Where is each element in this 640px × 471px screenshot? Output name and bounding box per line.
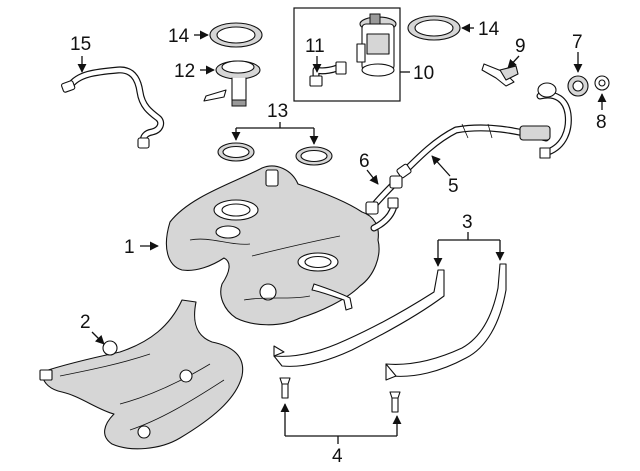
part-9-vent-valve	[481, 63, 519, 87]
callout-7: 7	[572, 32, 583, 53]
part-1-fuel-tank	[165, 165, 399, 326]
callout-10: 10	[413, 63, 434, 84]
part-14-gasket-left	[209, 22, 263, 48]
callout-9: 9	[515, 36, 526, 57]
callout-14-right: 14	[478, 19, 500, 40]
part-4-bolts	[279, 377, 401, 413]
part-11-wiring-harness	[309, 61, 347, 87]
part-6-fill-hose	[365, 175, 403, 215]
callout-numbers: 15 14 12 11 10 14 9 7 8 13 6 5 1 2 3 4	[70, 19, 607, 467]
callout-1: 1	[124, 237, 135, 258]
callout-6: 6	[359, 151, 370, 172]
part-13-gaskets	[217, 142, 333, 166]
part-10-fuel-pump-module	[293, 7, 401, 102]
callout-13: 13	[267, 101, 288, 122]
callout-12: 12	[174, 61, 195, 82]
callout-4: 4	[332, 446, 343, 467]
callout-15: 15	[70, 34, 91, 55]
part-7-seal	[567, 75, 589, 97]
part-8-o-ring	[594, 75, 610, 91]
part-14-gasket-right	[407, 15, 461, 41]
callout-14-left: 14	[168, 26, 190, 47]
part-2-heat-shield	[39, 299, 244, 450]
leader-lines	[77, 23, 607, 444]
part-12-sender-unit	[203, 60, 261, 107]
callout-2: 2	[80, 312, 91, 333]
part-5-filler-pipe	[396, 82, 572, 179]
callout-8: 8	[596, 112, 607, 133]
callout-11: 11	[305, 36, 325, 57]
part-3-tank-straps	[273, 263, 507, 381]
callout-5: 5	[448, 176, 459, 197]
callout-3: 3	[462, 212, 473, 233]
part-15-vapor-hose	[61, 66, 165, 149]
